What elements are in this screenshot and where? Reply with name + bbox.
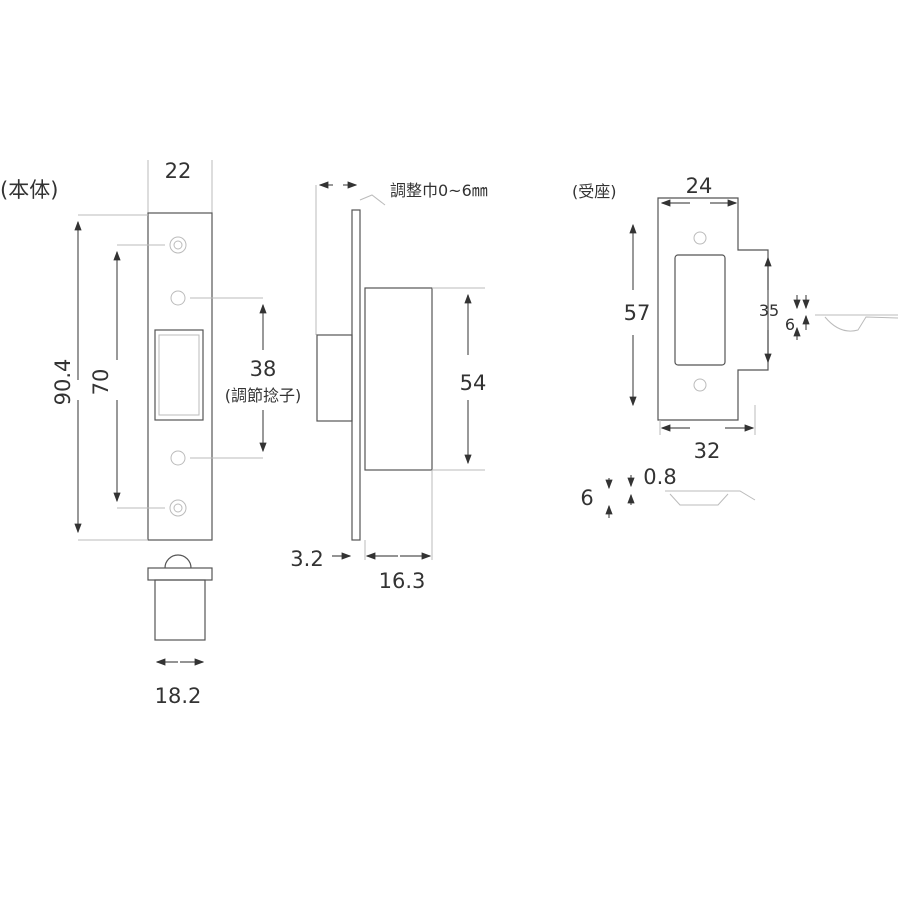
body-title: (本体) bbox=[0, 178, 58, 202]
side-view: 調整巾0~6㎜ 54 3.2 16.3 bbox=[290, 181, 487, 593]
strike-screw-hole bbox=[693, 378, 707, 392]
adjust-note-label: (調節捻子) bbox=[225, 386, 302, 405]
lip-height-label: 35 bbox=[759, 301, 779, 320]
profile-depth-label: 6 bbox=[580, 486, 593, 510]
screw-holes bbox=[169, 236, 187, 517]
lip-depth-label: 6 bbox=[785, 315, 795, 334]
strike-total-width-label: 32 bbox=[694, 439, 721, 463]
body-view: (本体) 22 90.4 70 38 (調節捻子) bbox=[0, 159, 301, 708]
strike-side-profile bbox=[815, 314, 899, 332]
screw-pitch-label: 70 bbox=[89, 369, 113, 396]
lock-case bbox=[364, 287, 433, 471]
strike-width-label: 24 bbox=[686, 174, 713, 198]
strike-bottom-profile bbox=[665, 490, 756, 506]
side-face-plate bbox=[351, 209, 361, 541]
latch-bolt bbox=[316, 334, 353, 422]
strike-height-label: 57 bbox=[624, 301, 651, 325]
bolt-width-label: 18.2 bbox=[155, 684, 202, 708]
bolt-end-view bbox=[147, 554, 213, 641]
adjust-width-label: 調整巾0~6㎜ bbox=[390, 181, 488, 200]
strike-plate bbox=[657, 197, 769, 421]
face-plate bbox=[147, 212, 213, 541]
body-width-label: 22 bbox=[165, 159, 192, 183]
thickness-label: 0.8 bbox=[643, 465, 676, 489]
case-height-label: 54 bbox=[460, 371, 487, 395]
body-height-label: 90.4 bbox=[51, 359, 75, 406]
plate-thickness-label: 3.2 bbox=[290, 547, 323, 571]
adjust-range-label: 38 bbox=[250, 357, 277, 381]
strike-title: (受座) bbox=[572, 182, 617, 201]
strike-window bbox=[674, 254, 726, 366]
strike-screw-hole bbox=[693, 231, 707, 245]
strike-view: (受座) 24 57 35 6 32 6 0.8 bbox=[572, 174, 899, 518]
case-depth-label: 16.3 bbox=[379, 569, 426, 593]
latch-slot bbox=[154, 329, 204, 421]
